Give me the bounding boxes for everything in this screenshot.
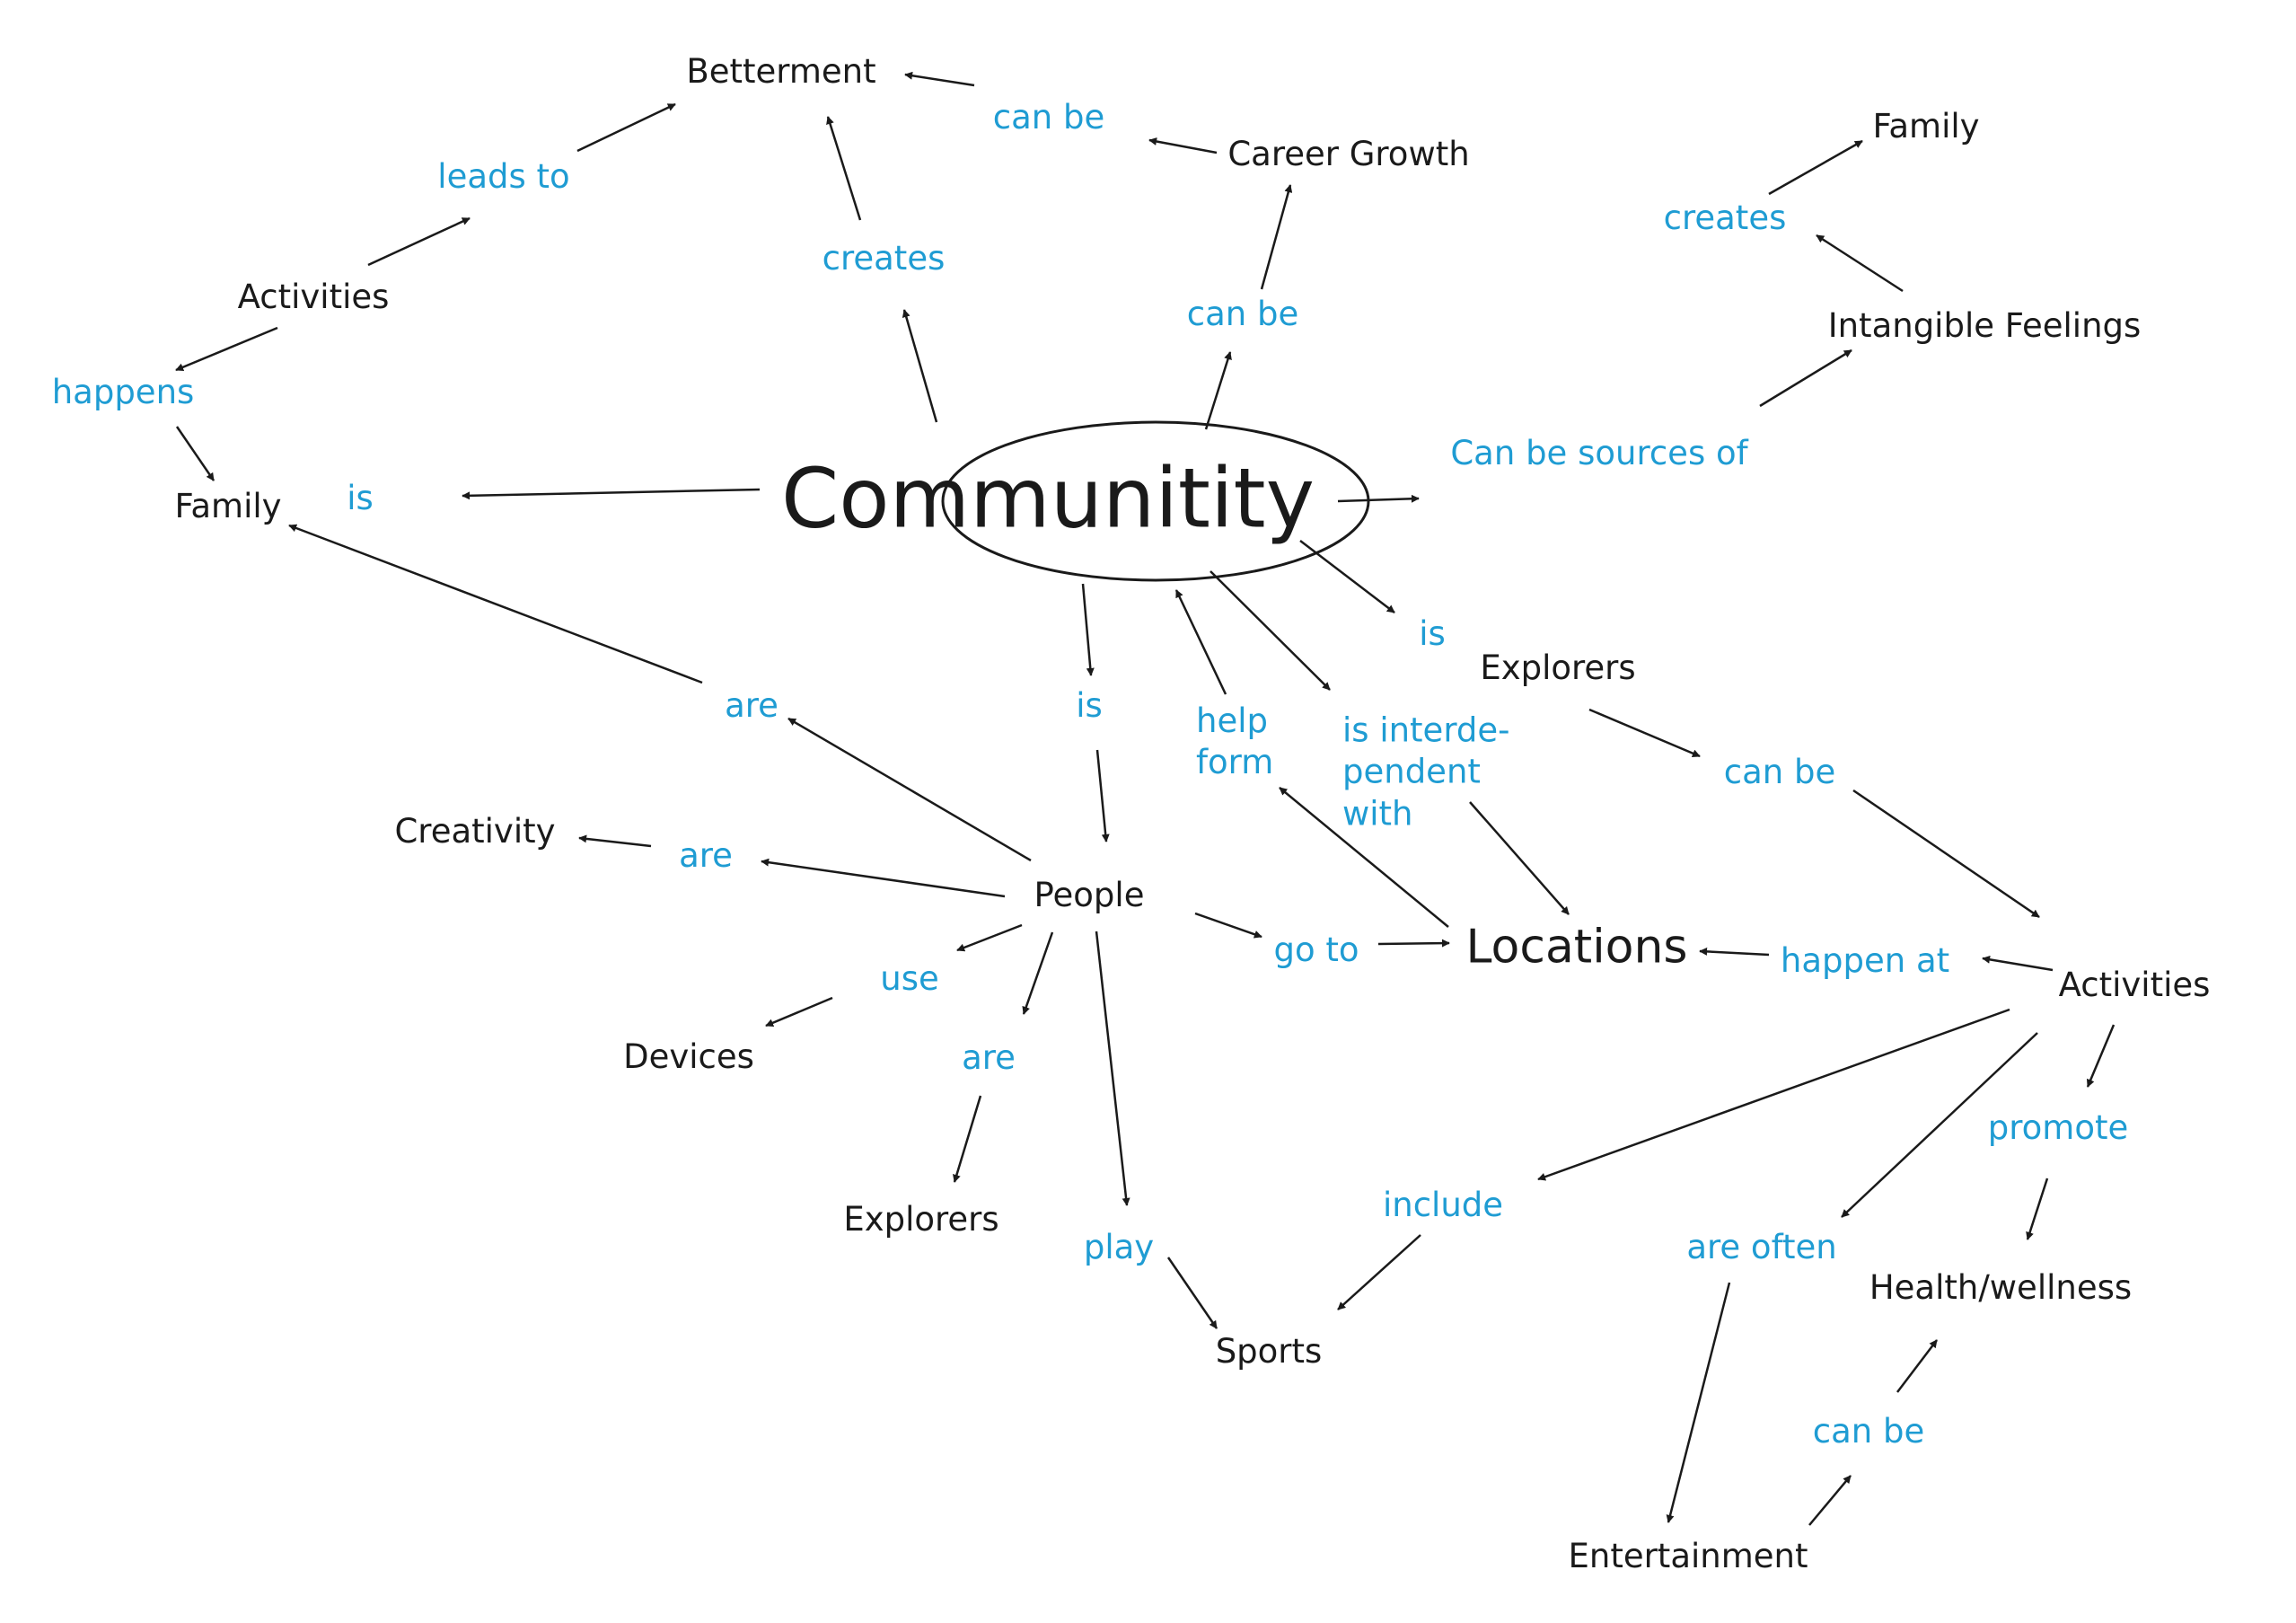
arrow-use-to-devices (765, 996, 833, 1028)
link-sources-of: Can be sources of (1450, 433, 1748, 472)
link-are-creativity: are (679, 835, 733, 875)
arrow-are-to-family (288, 524, 703, 684)
arrow-people-to-use (956, 923, 1023, 952)
arrow-activities-to-promote (2086, 1024, 2116, 1088)
arrow-happen-at-to-locations (1699, 947, 1770, 957)
arrow-people-to-play (1095, 931, 1130, 1206)
concept-activities-right: Activities (2058, 965, 2211, 1004)
arrow-people-to-go-to (1194, 912, 1262, 939)
arrow-explorers-to-can-be (1588, 708, 1701, 758)
arrow-creates-to-betterment (826, 116, 862, 221)
concept-activities-left: Activities (237, 277, 390, 316)
link-is-explorers: is (1419, 613, 1446, 653)
link-are-often: are often (1686, 1227, 1837, 1266)
arrow-go-to-locations (1377, 939, 1450, 948)
arrow-leads-to-to-betterment (576, 102, 676, 153)
arrow-community-to-is-people (1081, 583, 1095, 676)
arrow-act-left-to-happens (175, 326, 278, 372)
link-are-family: are (725, 685, 779, 725)
arrow-community-to-is-explorers (1299, 540, 1395, 613)
concept-people: People (1034, 875, 1145, 914)
arrow-community-to-sources (1337, 494, 1420, 503)
arrow-entertainment-to-can-be (1808, 1475, 1852, 1526)
arrow-people-to-are (787, 717, 1032, 862)
link-interdependent: is interde- pendent with (1342, 710, 1509, 835)
concept-career-growth: Career Growth (1227, 134, 1470, 173)
arrow-act-left-to-leads-to (367, 216, 471, 267)
concept-locations: Locations (1465, 920, 1688, 975)
link-leads-to: leads to (437, 156, 570, 196)
concept-community: Communitity (780, 450, 1315, 547)
arrow-community-to-can-be (1204, 351, 1232, 430)
concept-creativity: Creativity (394, 811, 556, 851)
link-can-be-activities: can be (1723, 752, 1836, 791)
link-play: play (1083, 1227, 1155, 1266)
arrow-activities-to-are-often (1841, 1032, 2038, 1218)
arrow-community-to-creates (902, 309, 938, 423)
arrow-are-to-explorers (953, 1095, 982, 1183)
arrow-promote-to-health (2026, 1178, 2049, 1240)
arrow-creates-to-family (1768, 139, 1863, 196)
link-interdependent-line-3: with (1342, 794, 1413, 834)
arrow-help-form-to-community (1174, 589, 1227, 695)
link-can-be-health: can be (1812, 1411, 1925, 1451)
arrow-can-be-to-career (1260, 184, 1293, 290)
arrow-is-to-people (1095, 749, 1110, 842)
arrow-can-be-to-activities (1852, 789, 2040, 919)
link-include: include (1382, 1185, 1504, 1224)
link-creates-betterment: creates (822, 238, 946, 278)
link-creates-family: creates (1663, 198, 1787, 237)
link-interdependent-line-2: pendent (1342, 752, 1481, 791)
arrow-play-to-sports (1166, 1257, 1218, 1329)
concept-betterment: Betterment (686, 51, 876, 91)
concept-family-left: Family (174, 486, 282, 525)
arrow-happens-to-family (175, 426, 216, 481)
arrow-are-often-to-entertainment (1666, 1282, 1731, 1523)
arrow-career-to-can-be (1148, 137, 1218, 154)
arrow-community-to-interdependent (1210, 570, 1331, 691)
link-help-form: help form (1196, 701, 1273, 784)
concept-family-top-right: Family (1872, 106, 1980, 146)
arrow-can-be-to-health (1896, 1339, 1938, 1393)
arrow-activities-to-happen-at (1982, 955, 2054, 972)
arrow-locations-to-help-form (1279, 787, 1449, 928)
link-go-to: go to (1273, 930, 1359, 969)
link-is-people: is (1076, 685, 1103, 725)
link-help-form-line-1: help (1196, 701, 1268, 740)
concept-explorers-bottom: Explorers (843, 1199, 999, 1239)
concept-explorers-right: Explorers (1480, 648, 1636, 687)
arrow-people-to-are-explorers (1022, 931, 1054, 1015)
concept-intangible-feelings: Intangible Feelings (1827, 305, 2142, 345)
arrow-feelings-to-creates (1816, 234, 1904, 293)
link-are-explorers: are (962, 1037, 1016, 1077)
concept-sports: Sports (1215, 1331, 1323, 1371)
link-is-family: is (347, 478, 374, 517)
arrow-are-to-creativity (578, 834, 652, 848)
link-help-form-line-2: form (1196, 743, 1274, 781)
concept-entertainment: Entertainment (1568, 1536, 1808, 1575)
link-use: use (880, 958, 939, 998)
link-can-be-betterment: can be (992, 97, 1105, 137)
link-promote: promote (1987, 1107, 2129, 1147)
link-happen-at: happen at (1780, 940, 1950, 980)
link-interdependent-line-1: is interde- (1342, 710, 1510, 750)
arrow-people-to-are-creativity (761, 858, 1006, 898)
arrow-sources-to-feelings (1759, 348, 1852, 408)
arrow-include-to-sports (1337, 1234, 1421, 1310)
concept-health-wellness: Health/wellness (1869, 1267, 2133, 1307)
arrow-community-to-is (462, 488, 761, 500)
concept-devices: Devices (623, 1036, 754, 1076)
arrow-interdependent-to-locations (1469, 801, 1570, 915)
link-happens: happens (51, 372, 195, 411)
link-can-be-career: can be (1186, 294, 1299, 333)
arrow-can-be-to-betterment (904, 71, 975, 87)
arrow-activities-to-include (1537, 1008, 2010, 1181)
